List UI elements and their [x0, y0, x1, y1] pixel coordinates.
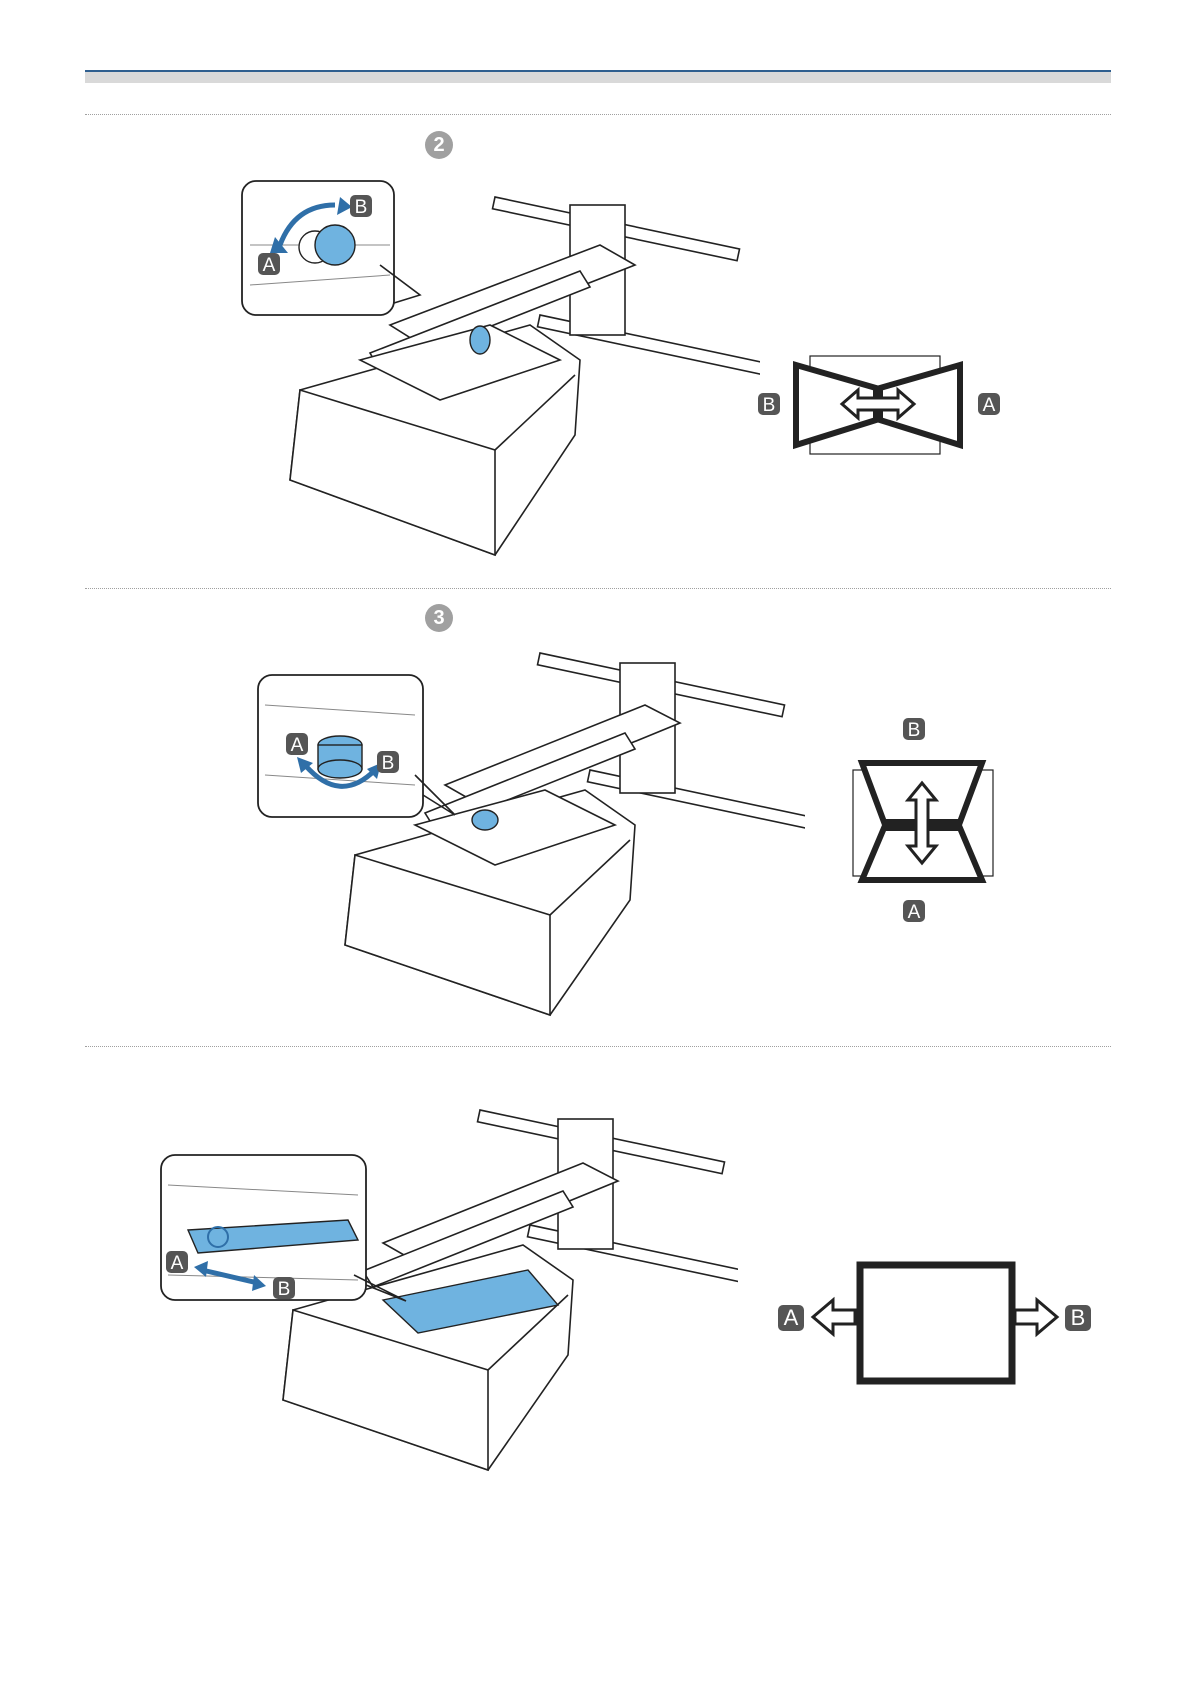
lateral-shift-diagram: A B — [775, 1255, 1110, 1405]
label-b: B — [908, 720, 921, 741]
label-a: A — [908, 902, 921, 923]
header-bar — [85, 70, 1111, 83]
section-divider — [85, 1046, 1111, 1047]
label-b: B — [1071, 1305, 1086, 1330]
mount-adjustment-illustration-step3: A B — [255, 645, 805, 1025]
keystone-vertical-diagram: B A — [850, 718, 1000, 928]
mount-adjustment-illustration-slide: A B — [158, 1105, 738, 1485]
label-b: B — [763, 395, 776, 416]
label-a: A — [263, 255, 276, 276]
mount-adjustment-illustration-step2: B A — [240, 175, 760, 565]
label-b: B — [382, 753, 395, 774]
label-b: B — [355, 197, 368, 218]
step-number-badge: 3 — [425, 604, 453, 632]
section-divider — [85, 114, 1111, 115]
keystone-horizontal-diagram: B A — [750, 350, 1030, 460]
label-a: A — [291, 735, 304, 756]
label-a: A — [784, 1305, 799, 1330]
label-a: A — [171, 1253, 184, 1274]
step-number-badge: 2 — [425, 131, 453, 159]
section-divider — [85, 588, 1111, 589]
label-b: B — [278, 1279, 291, 1300]
label-a: A — [983, 395, 996, 416]
